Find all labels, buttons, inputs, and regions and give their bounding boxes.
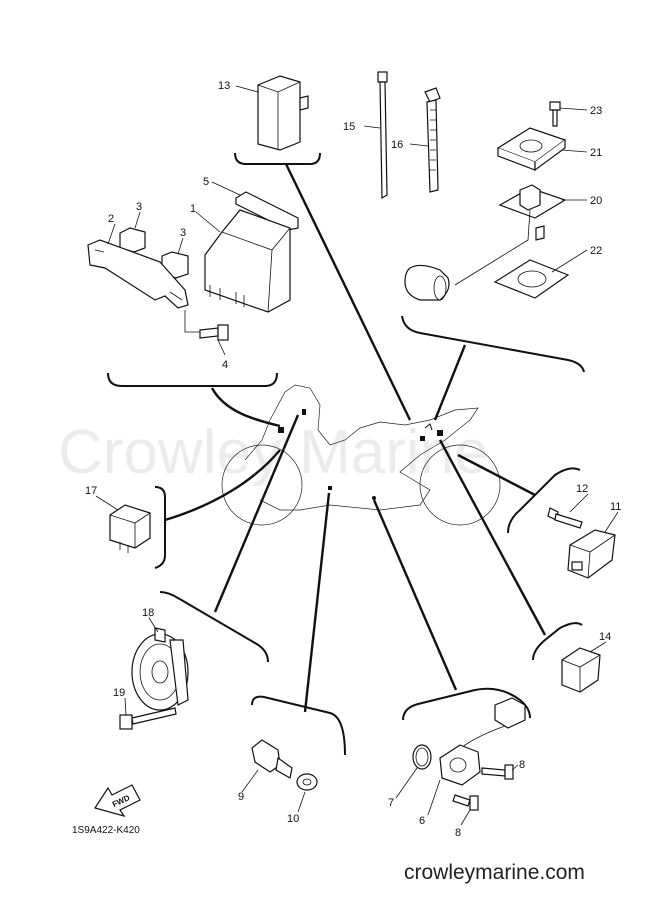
part-5-damper-strip [235, 191, 299, 231]
part-6-sensor-assembly [439, 697, 526, 786]
group-braces [107, 152, 585, 756]
part-14-relay [561, 647, 601, 693]
callout-14: 14 [599, 631, 611, 643]
callout-17: 17 [85, 485, 97, 497]
callout-5: 5 [203, 176, 209, 188]
part-16-cable-tie [424, 87, 441, 193]
part-4-bolt [184, 310, 229, 341]
part-17-flasher-relay [109, 504, 151, 553]
part-20-fuel-sender [404, 184, 567, 301]
part-8-screw-b [452, 794, 479, 811]
part-18-horn [131, 627, 189, 711]
part-1-ecu [204, 209, 291, 313]
callout-12: 12 [576, 483, 588, 495]
part-8-screw-a [481, 764, 514, 780]
callout-8a: 8 [519, 759, 525, 771]
callout-22: 22 [590, 245, 602, 257]
part-22-gasket [493, 259, 570, 299]
callout-16: 16 [391, 139, 403, 151]
callout-3b: 3 [180, 227, 186, 239]
callout-20: 20 [590, 195, 602, 207]
callout-leaders [95, 85, 619, 826]
part-21-flange [496, 127, 567, 172]
callout-10: 10 [287, 813, 299, 825]
part-12-screw [547, 507, 583, 529]
callout-15: 15 [343, 121, 355, 133]
callout-9: 9 [238, 791, 244, 803]
part-7-o-ring [412, 744, 432, 770]
callout-21: 21 [590, 147, 602, 159]
callout-18: 18 [142, 607, 154, 619]
callout-2: 2 [108, 213, 114, 225]
callout-8b: 8 [455, 827, 461, 839]
callout-7: 7 [388, 797, 394, 809]
callout-4: 4 [222, 359, 228, 371]
motorcycle-silhouette [221, 384, 501, 526]
part-11-relay [567, 529, 616, 579]
part-19-bolt [119, 707, 177, 730]
callout-11: 11 [610, 501, 621, 513]
part-10-washer [296, 773, 318, 791]
callout-13: 13 [218, 80, 230, 92]
callout-1: 1 [190, 203, 196, 215]
callout-23: 23 [590, 105, 602, 117]
part-13-relay [257, 75, 309, 151]
part-23-screw [549, 101, 561, 127]
callout-6: 6 [419, 815, 425, 827]
footer-url: crowleymarine.com [404, 861, 585, 884]
callout-labels: 13 15 16 23 21 20 22 5 1 3 3 2 4 17 12 1… [85, 80, 621, 839]
part-15-cable-tie [377, 71, 388, 200]
callout-3a: 3 [136, 201, 142, 213]
fwd-arrow-icon: FWD [94, 784, 141, 818]
diagram-code: 1S9A422-K420 [72, 825, 140, 836]
location-marks [278, 409, 443, 500]
leader-lines [164, 163, 547, 713]
callout-19: 19 [113, 687, 125, 699]
part-9-sensor [251, 739, 293, 779]
part-2-bracket [87, 239, 189, 309]
